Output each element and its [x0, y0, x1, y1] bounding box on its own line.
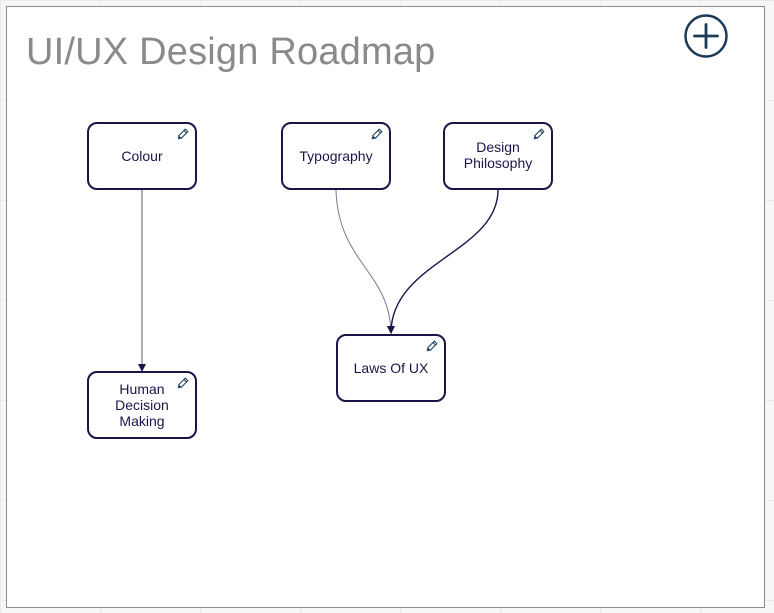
pencil-icon[interactable] — [369, 128, 383, 142]
node-typography[interactable]: Typography — [281, 122, 391, 190]
node-label: Colour — [121, 148, 163, 164]
edge-layer — [138, 189, 499, 372]
add-node-button[interactable] — [684, 14, 728, 58]
roadmap-canvas[interactable]: UI/UX Design Roadmap Colour — [6, 6, 765, 608]
pencil-icon[interactable] — [424, 340, 438, 354]
node-label: Human Decision Making — [115, 381, 169, 429]
node-human-decision-making[interactable]: Human Decision Making — [87, 371, 197, 439]
page-title: UI/UX Design Roadmap — [26, 31, 436, 73]
edge-typography-to-laws-of-ux — [335, 189, 395, 334]
plus-circle-icon — [684, 14, 728, 58]
pencil-icon[interactable] — [531, 128, 545, 142]
node-label: Design Philosophy — [463, 138, 533, 171]
edge-design-philosophy-to-laws-of-ux — [387, 189, 499, 334]
node-label: Laws Of UX — [353, 360, 429, 376]
node-colour[interactable]: Colour — [87, 122, 197, 190]
node-design-philosophy[interactable]: Design Philosophy — [443, 122, 553, 190]
pencil-icon[interactable] — [175, 128, 189, 142]
node-laws-of-ux[interactable]: Laws Of UX — [336, 334, 446, 402]
node-label: Typography — [299, 148, 373, 164]
pencil-icon[interactable] — [175, 377, 189, 391]
